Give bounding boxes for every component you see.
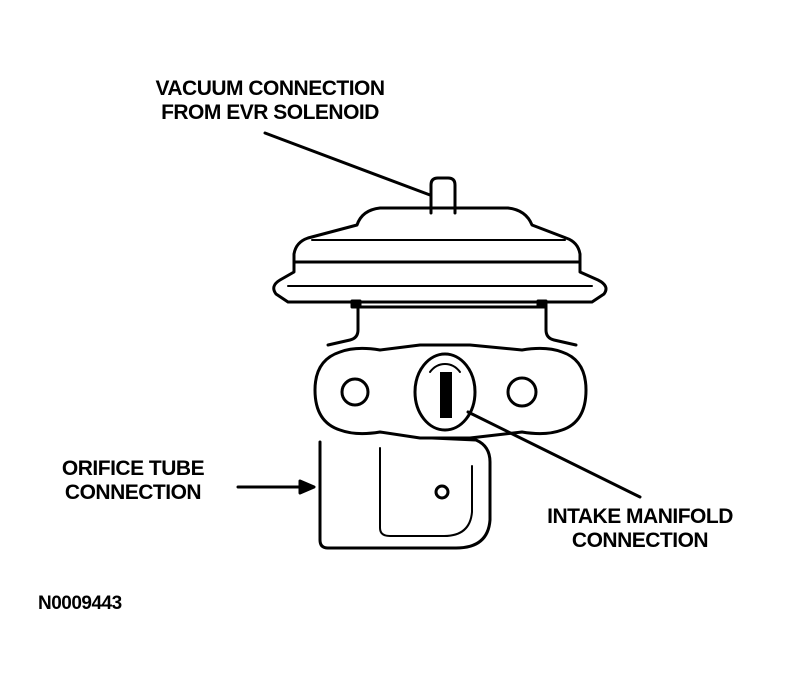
bolt-hole-left <box>340 377 370 407</box>
mounting-plate <box>313 343 588 440</box>
intake-label-line-1: INTAKE MANIFOLD <box>547 505 733 528</box>
intake-port <box>413 352 477 432</box>
intake-label-line-2: CONNECTION <box>571 529 709 552</box>
stem-housing <box>326 305 578 347</box>
intake-manifold-label: INTAKE MANIFOLD CONNECTION <box>510 505 770 553</box>
vacuum-label-line-2: FROM EVR SOLENOID <box>161 101 379 124</box>
orifice-arrowhead <box>298 479 316 495</box>
lower-body-inner <box>379 447 473 537</box>
lower-body-port <box>434 484 450 500</box>
vacuum-leader-line <box>263 131 432 197</box>
stud-left <box>350 299 362 309</box>
bolt-hole-right <box>506 376 538 408</box>
figure-id: N0009443 <box>38 593 122 614</box>
orifice-tube-label: ORIFICE TUBE CONNECTION <box>28 457 238 505</box>
vacuum-nipple <box>429 176 457 215</box>
vacuum-label-line-1: VACUUM CONNECTION <box>155 77 385 100</box>
vacuum-connection-label: VACUUM CONNECTION FROM EVR SOLENOID <box>100 77 440 125</box>
diaphragm-dome <box>292 206 582 264</box>
diaphragm-flange <box>272 260 608 304</box>
lower-body <box>318 436 492 550</box>
orifice-label-line-1: ORIFICE TUBE <box>61 457 205 480</box>
intake-leader-line <box>466 410 642 499</box>
orifice-label-line-2: CONNECTION <box>64 481 202 504</box>
intake-port-slot <box>429 363 461 373</box>
intake-port-divider <box>440 372 452 418</box>
